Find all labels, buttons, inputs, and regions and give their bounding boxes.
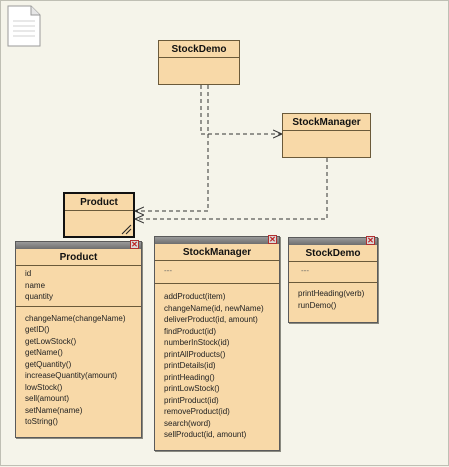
method-item[interactable]: findProduct(id) [164, 326, 217, 336]
method-item[interactable]: sellProduct(id, amount) [164, 430, 247, 439]
method-item[interactable]: getName() [25, 348, 63, 357]
field-item: id [25, 269, 32, 278]
window-titlebar[interactable]: ✕ [16, 240, 141, 249]
method-item[interactable]: toString() [25, 417, 58, 426]
method-item[interactable]: deliverProduct(id, amount) [164, 315, 258, 324]
methods-section: addProduct(item) changeName(id, newName)… [155, 284, 279, 444]
field-item: quantity [25, 292, 54, 301]
class-box-title: Product [65, 194, 133, 211]
fields-section: --- [289, 262, 377, 283]
method-item[interactable]: runDemo() [298, 300, 337, 310]
class-box-stockmanager[interactable]: StockManager [282, 113, 371, 158]
method-item[interactable]: lowStock() [25, 382, 63, 392]
method-item[interactable]: setName(name) [25, 405, 83, 415]
method-item[interactable]: increaseQuantity(amount) [25, 371, 118, 380]
fields-section: id name quantity [16, 266, 141, 307]
stockdemo-to-stockmanager-arrow [200, 85, 282, 134]
close-icon[interactable]: ✕ [130, 240, 139, 249]
class-box-title: StockManager [283, 114, 370, 131]
fields-placeholder: --- [164, 266, 172, 275]
method-item[interactable]: sell(amount) [25, 394, 70, 403]
method-item[interactable]: removeProduct(id) [164, 407, 230, 416]
class-box-title: StockDemo [159, 41, 239, 58]
method-item[interactable]: changeName(changeName) [25, 313, 126, 323]
method-item[interactable]: printProduct(id) [164, 395, 219, 405]
methods-section: changeName(changeName) getID() getLowSto… [16, 307, 141, 431]
window-title: Product [16, 249, 141, 266]
class-box-stockdemo[interactable]: StockDemo [158, 40, 240, 85]
method-item[interactable]: printLowStock() [164, 384, 220, 393]
inspector-window-stockdemo[interactable]: ✕ StockDemo --- printHeading(verb) runDe… [288, 236, 378, 323]
method-item[interactable]: getQuantity() [25, 359, 72, 369]
method-item[interactable]: changeName(id, newName) [164, 303, 264, 313]
inspector-window-stockmanager[interactable]: ✕ StockManager --- addProduct(item) chan… [154, 235, 280, 451]
document-icon [7, 5, 41, 47]
window-titlebar[interactable]: ✕ [289, 236, 377, 245]
fields-section: --- [155, 261, 279, 284]
close-icon[interactable]: ✕ [366, 236, 375, 245]
method-item[interactable]: addProduct(item) [164, 292, 226, 301]
stockdemo-to-product-arrow [135, 85, 209, 211]
field-item: name [25, 280, 46, 290]
window-titlebar[interactable]: ✕ [155, 235, 279, 244]
method-item[interactable]: printAllProducts() [164, 349, 226, 359]
method-item[interactable]: getLowStock() [25, 336, 77, 346]
close-icon[interactable]: ✕ [268, 235, 277, 244]
window-title: StockDemo [289, 245, 377, 262]
method-item[interactable]: getID() [25, 325, 50, 334]
method-item[interactable]: printHeading() [164, 372, 215, 382]
method-item[interactable]: numberInStock(id) [164, 338, 230, 347]
resize-handle-icon[interactable] [120, 223, 132, 235]
method-item[interactable]: printDetails(id) [164, 361, 216, 370]
method-item[interactable]: search(word) [164, 418, 211, 428]
methods-section: printHeading(verb) runDemo() [289, 283, 377, 314]
class-box-product[interactable]: Product [63, 192, 135, 238]
window-title: StockManager [155, 244, 279, 261]
stockmanager-to-product-arrow [135, 158, 328, 219]
inspector-window-product[interactable]: ✕ Product id name quantity changeName(ch… [15, 240, 142, 438]
fields-placeholder: --- [301, 266, 309, 275]
method-item[interactable]: printHeading(verb) [298, 289, 365, 298]
